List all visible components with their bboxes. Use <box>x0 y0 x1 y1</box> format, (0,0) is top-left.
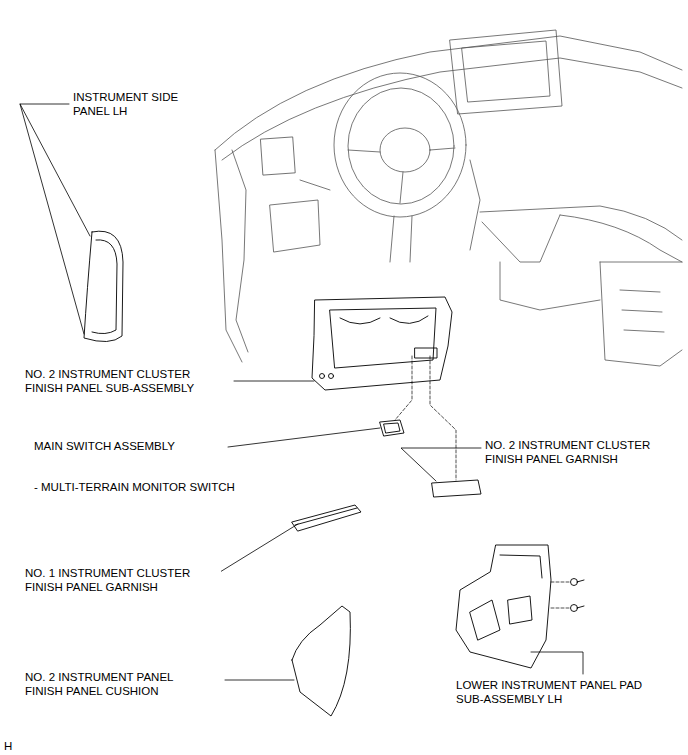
part-name: INSTRUMENT SIDE PANEL LH <box>72 90 204 118</box>
dashboard-background <box>215 150 242 362</box>
dashboard-background <box>270 200 320 252</box>
no2-garnish <box>432 480 481 497</box>
lower-instrument-panel-pad <box>470 555 542 640</box>
dashboard-background <box>215 36 682 150</box>
cluster-finish-panel <box>312 297 452 390</box>
instrument-side-panel <box>92 240 117 334</box>
leader-lines <box>234 381 314 382</box>
dashboard-background <box>232 150 248 352</box>
no1-garnish <box>295 508 357 525</box>
part-name: NO. 1 INSTRUMENT CLUSTER FINISH PANEL GA… <box>24 566 221 594</box>
dashboard-background <box>300 160 480 250</box>
dashboard-background <box>261 137 295 175</box>
dashboard-background <box>334 73 466 217</box>
lower-instrument-panel-pad <box>456 545 584 668</box>
part-name: NO. 2 INSTRUMENT CLUSTER FINISH PANEL GA… <box>484 438 681 466</box>
leader-lines <box>20 104 583 680</box>
part-name: NO. 2 INSTRUMENT PANEL FINISH PANEL CUSH… <box>24 670 211 698</box>
part-name: NO. 2 INSTRUMENT CLUSTER FINISH PANEL SU… <box>24 367 221 395</box>
main-switch <box>380 420 404 436</box>
dashboard-background <box>380 128 430 172</box>
dashboard-background <box>222 58 682 160</box>
leader-lines <box>228 428 380 447</box>
dashboard-background <box>500 262 600 310</box>
lower-instrument-panel-pad <box>571 579 578 586</box>
leader-lines <box>20 104 84 334</box>
finish-panel-cushion <box>292 606 350 716</box>
lower-instrument-panel-pad <box>577 606 584 608</box>
finish-panel-cushion <box>292 606 350 716</box>
dashboard-background <box>560 215 682 262</box>
dashboard-background <box>348 148 455 203</box>
cluster-finish-panel <box>340 316 428 324</box>
no1-garnish <box>292 505 361 531</box>
dashboard-background <box>390 216 412 262</box>
dashed-guide <box>395 356 412 420</box>
dashboard-background <box>600 262 682 366</box>
main-switch <box>380 420 404 436</box>
cluster-finish-panel <box>329 374 334 379</box>
no2-garnish <box>432 480 481 497</box>
lower-instrument-panel-pad <box>577 580 584 582</box>
lower-instrument-panel-pad <box>456 545 551 668</box>
part-name: MAIN SWITCH ASSEMBLY <box>33 439 176 453</box>
dashboard-background <box>482 215 560 262</box>
part-name: LOWER INSTRUMENT PANEL PAD SUB-ASSEMBLY … <box>455 678 672 706</box>
leader-lines <box>531 652 583 674</box>
dashboard-background <box>348 88 454 204</box>
dashboard-background <box>450 30 562 114</box>
dashed-guide <box>430 356 456 480</box>
dashboard-background <box>462 41 550 102</box>
dashed-guide <box>395 356 456 480</box>
dashboard-background <box>480 206 682 240</box>
leader-lines <box>225 680 294 681</box>
cluster-finish-panel <box>415 348 437 358</box>
main-switch <box>384 423 400 433</box>
leader-lines <box>401 448 481 481</box>
dashboard-background <box>215 30 682 366</box>
part-name: - MULTI-TERRAIN MONITOR SWITCH <box>33 480 236 494</box>
cluster-finish-panel <box>330 308 436 368</box>
cluster-finish-panel <box>320 374 325 379</box>
dashboard-background <box>620 290 664 332</box>
lower-instrument-panel-pad <box>551 582 570 608</box>
leader-lines <box>220 524 298 572</box>
lower-instrument-panel-pad <box>508 596 532 624</box>
figure-code: H <box>3 739 13 753</box>
leader-lines <box>20 104 90 236</box>
instrument-side-panel <box>84 231 123 341</box>
instrument-side-panel <box>84 231 123 341</box>
no1-garnish <box>292 505 361 531</box>
cluster-finish-panel <box>312 297 452 390</box>
lower-instrument-panel-pad <box>571 605 578 612</box>
